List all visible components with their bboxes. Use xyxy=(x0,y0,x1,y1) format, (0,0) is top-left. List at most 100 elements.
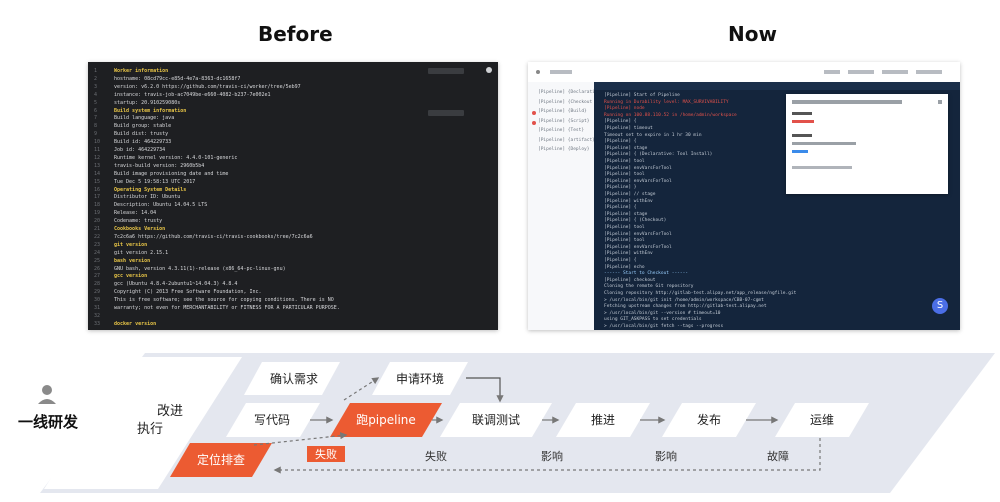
before-log-line: docker version xyxy=(114,320,157,327)
write-code-node[interactable]: 写代码 xyxy=(226,403,320,437)
popup-section-placeholder-2 xyxy=(792,134,812,137)
advance-node[interactable]: 推进 xyxy=(556,403,650,437)
sidebar-stage-label: [Pipeline] {Deploy} xyxy=(538,147,590,152)
before-log-line: bash version xyxy=(114,257,151,264)
pipeline-log-line: [Pipeline] withEnv xyxy=(604,198,653,204)
now-heading: Now xyxy=(728,22,777,46)
svg-text:发布: 发布 xyxy=(697,412,721,427)
before-log-line: Build image provisioning date and time xyxy=(114,170,229,177)
impact-label-1: 影响 xyxy=(541,450,563,463)
arrow-apply-to-integrate xyxy=(466,377,504,403)
before-log-line: Description: Ubuntu 14.04.5 LTS xyxy=(114,202,208,209)
before-line-number: 3 xyxy=(94,83,98,90)
popup-link-placeholder[interactable] xyxy=(792,150,808,153)
release-node[interactable]: 发布 xyxy=(662,403,756,437)
locate-troubleshoot-node[interactable]: 定位排查 xyxy=(170,443,272,477)
now-pipeline-screenshot: [Pipeline] {Declarative [Pipeline] {Check… xyxy=(528,62,960,330)
svg-text:推进: 推进 xyxy=(591,413,615,427)
svg-text:跑pipeline: 跑pipeline xyxy=(356,413,416,427)
user-avatar-icon[interactable]: S xyxy=(932,298,948,314)
before-line-number: 5 xyxy=(94,99,98,106)
svg-text:定位排查: 定位排查 xyxy=(197,452,245,467)
integration-test-node[interactable]: 联调测试 xyxy=(440,403,552,437)
before-log-line: version: v6.2.0 https://github.com/travi… xyxy=(114,83,301,90)
pipeline-log-line: [Pipeline] echo xyxy=(604,264,645,270)
top-menu-placeholder-3[interactable] xyxy=(882,70,908,74)
before-log-line: gcc version xyxy=(114,273,148,280)
sidebar-stage-item[interactable]: [Pipeline] {Deploy} xyxy=(532,147,592,155)
pipeline-log-line: using GIT_ASKPASS to set credentials xyxy=(604,317,702,323)
sidebar-stage-label: [Pipeline] {artifact} xyxy=(538,137,595,143)
stage-error-icon xyxy=(532,120,536,125)
refresh-icon[interactable] xyxy=(486,67,492,73)
operations-node[interactable]: 运维 xyxy=(775,403,869,437)
popup-section-placeholder-1 xyxy=(792,112,812,115)
pipeline-log-line: [Pipeline] { xyxy=(604,139,637,145)
before-line-number: 32 xyxy=(94,312,101,319)
sidebar-stage-item[interactable]: [Pipeline] {Build} xyxy=(532,109,592,117)
before-heading: Before xyxy=(258,22,333,46)
pipeline-log-line: [Pipeline] stage xyxy=(604,211,648,217)
before-log-line: Cookbooks Version xyxy=(114,226,166,232)
svg-text:申请环境: 申请环境 xyxy=(396,371,444,386)
top-menu-placeholder-4[interactable] xyxy=(916,70,942,74)
before-log-line: Job id: 464229734 xyxy=(114,147,166,153)
pipeline-log-line: [Pipeline] // stage xyxy=(604,192,656,197)
sidebar-stage-item[interactable]: [Pipeline] {artifact} xyxy=(532,137,595,146)
pipeline-log-line: [Pipeline] envVarsForTool xyxy=(604,231,672,237)
before-log-line: GNU bash, version 4.3.11(1)-release (x86… xyxy=(114,265,286,272)
pipeline-log-line: [Pipeline] { xyxy=(604,119,637,125)
before-line-number: 14 xyxy=(94,170,101,177)
before-log-line: warranty; not even for MERCHANTABILITY o… xyxy=(114,305,340,311)
sidebar-stage-item[interactable]: [Pipeline] {Script} xyxy=(532,119,592,127)
before-log-line: Build system information xyxy=(114,107,187,114)
actor-person-icon xyxy=(38,385,56,404)
title-placeholder xyxy=(550,70,572,74)
sidebar-stage-label: [Pipeline] {Script} xyxy=(538,118,590,124)
pipeline-log-line: Timeout set to expire in 1 hr 30 min xyxy=(604,132,702,138)
before-line-number: 25 xyxy=(94,257,101,264)
sidebar-stage-label: [Pipeline] {Declarative xyxy=(538,90,601,95)
actor-label: 一线研发 xyxy=(18,413,79,431)
pipeline-log-line: [Pipeline] stage xyxy=(604,145,648,151)
pipeline-log-line: [Pipeline] { (Declarative: Tool Install) xyxy=(604,152,713,158)
before-line-number: 17 xyxy=(94,194,101,201)
before-line-number: 7 xyxy=(94,115,98,122)
svg-text:写代码: 写代码 xyxy=(254,413,290,427)
close-icon[interactable] xyxy=(536,70,540,74)
pipeline-log-line: > /usr/local/bin/git init /home/admin/wo… xyxy=(604,297,764,303)
before-log-line: travis-build version: 2960b5b4 xyxy=(114,162,205,169)
pipeline-log-line: [Pipeline] tool xyxy=(604,225,645,230)
before-log-line: git version 2.15.1 xyxy=(114,249,169,256)
top-menu-placeholder-2[interactable] xyxy=(848,70,874,74)
before-log-line: Distributor ID: Ubuntu xyxy=(114,194,181,201)
popup-footer-placeholder xyxy=(792,166,852,169)
before-log-line: This is free software; see the source fo… xyxy=(114,297,334,304)
stage-error-icon xyxy=(532,111,536,115)
run-pipeline-node[interactable]: 跑pipeline xyxy=(330,403,442,437)
before-line-number: 27 xyxy=(94,273,101,280)
popup-close-icon[interactable] xyxy=(938,100,942,104)
before-log-line: Codename: trusty xyxy=(114,218,163,225)
top-menu-placeholder-1[interactable] xyxy=(824,70,840,74)
before-log-line: Operating System Details xyxy=(114,186,187,193)
before-line-number: 31 xyxy=(94,305,101,311)
pipeline-log-line: [Pipeline] tool xyxy=(604,159,645,164)
before-log-line: startup: 20.910259080s xyxy=(114,99,181,106)
popup-error-placeholder xyxy=(792,120,814,123)
popup-row-placeholder xyxy=(792,100,902,104)
pipeline-log-line: Running in Durability level: MAX_SURVIVA… xyxy=(604,99,729,105)
confirm-requirements-node[interactable]: 确认需求 xyxy=(244,362,340,395)
sidebar-stage-item[interactable]: [Pipeline] {Declarative xyxy=(532,90,600,98)
workflow-diagram: 一线研发 改进 执行 确认需求 申请环境 写代码 跑pipeline 联调测试 … xyxy=(18,353,995,493)
before-log-line: Build dist: trusty xyxy=(114,131,169,138)
sidebar-stage-label: [Pipeline] {Test} xyxy=(538,128,585,133)
apply-environment-node[interactable]: 申请环境 xyxy=(372,362,468,395)
before-log-line: instance: travis-job-ac7049be-e660-4082-… xyxy=(114,91,271,98)
before-line-number: 19 xyxy=(94,210,101,217)
before-line-number: 23 xyxy=(94,241,101,248)
sidebar-stage-item[interactable]: [Pipeline] {Test} xyxy=(532,128,592,136)
pipeline-log-line: [Pipeline] } xyxy=(604,185,637,191)
sidebar-stage-item[interactable]: [Pipeline] {Checkout xyxy=(532,100,592,108)
